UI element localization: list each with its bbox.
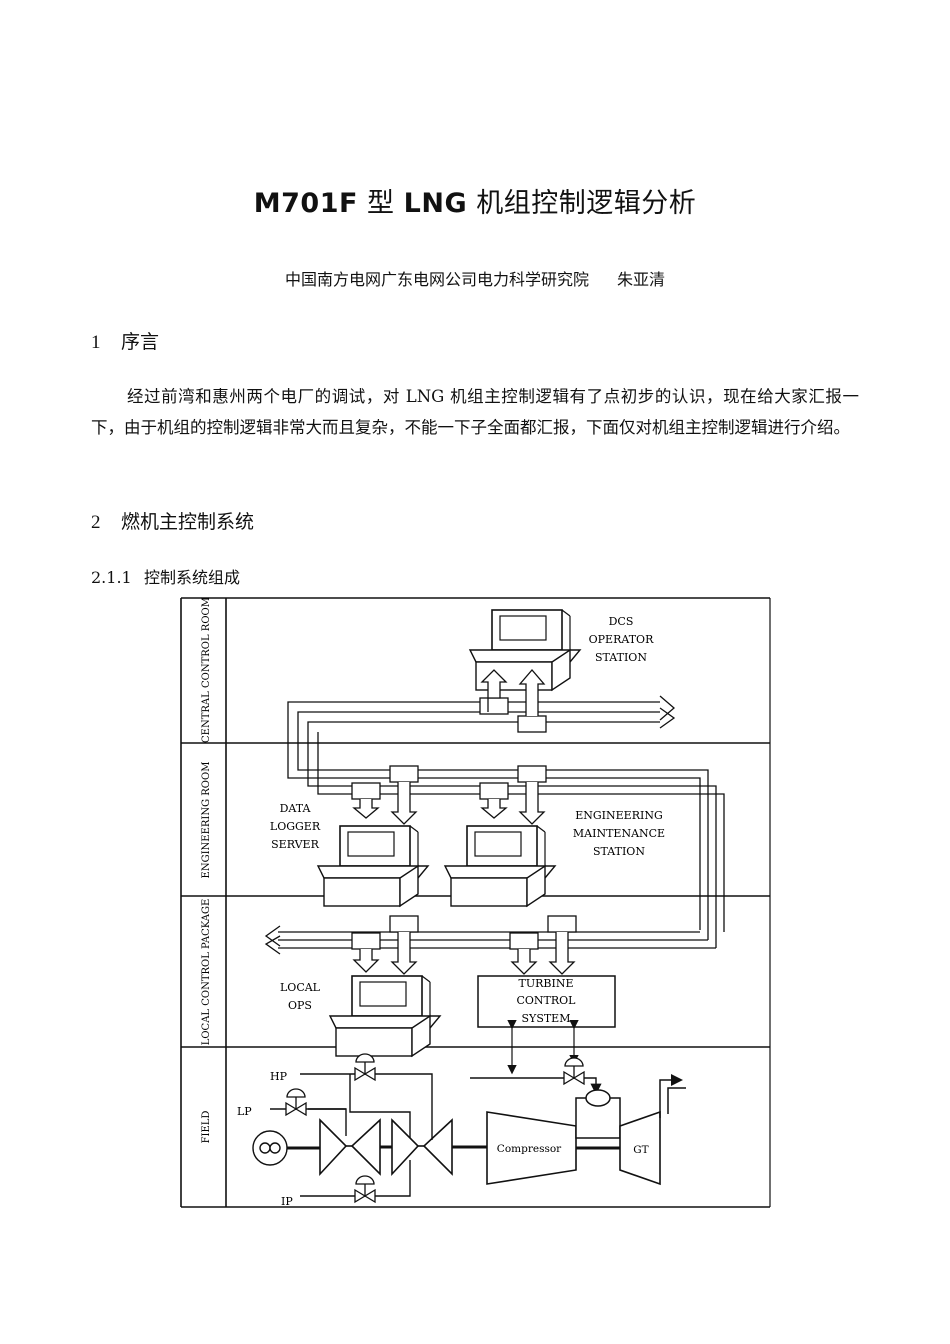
combustor-icon <box>575 1089 621 1139</box>
svg-text:DCS: DCS <box>609 615 634 628</box>
steam-lines <box>270 1073 433 1197</box>
svg-text:SYSTEM: SYSTEM <box>522 1012 571 1025</box>
section-number: 2 <box>91 512 101 533</box>
tcs-field-signals <box>507 1019 579 1075</box>
turbine-control-system-label: TURBINE CONTROL SYSTEM <box>516 977 576 1025</box>
subsection-heading: 2.1.1 控制系统组成 <box>91 564 240 588</box>
section-number: 1 <box>91 332 101 353</box>
zone-label-engineering-room: ENGINEERING ROOM <box>201 762 212 879</box>
svg-text:OPS: OPS <box>288 999 312 1012</box>
network-bus-lower <box>264 925 716 955</box>
steam-turbine-icons <box>319 1118 453 1177</box>
svg-text:HP: HP <box>270 1070 288 1083</box>
compressor-icon: Compressor <box>486 1111 577 1185</box>
title-subject: 机组控制逻辑分析 <box>476 188 697 219</box>
network-bus-inner <box>317 732 725 932</box>
data-logger-label: DATA LOGGER SERVER <box>270 802 321 851</box>
svg-text:OPERATOR: OPERATOR <box>589 633 654 646</box>
network-bus-upper <box>287 695 717 948</box>
exhaust-duct <box>659 1074 686 1118</box>
section-title: 序言 <box>121 331 160 353</box>
svg-text:LOGGER: LOGGER <box>270 820 321 833</box>
engineering-station-label: ENGINEERING MAINTENANCE STATION <box>573 809 665 858</box>
engineering-station-icon <box>444 825 556 907</box>
title-lng: LNG <box>403 188 468 219</box>
author-line: 中国南方电网广东电网公司电力科学研究院 朱亚清 <box>0 266 950 290</box>
gas-turbine-icon: GT <box>619 1110 661 1186</box>
data-logger-server-icon <box>317 825 429 907</box>
title-type-word: 型 <box>367 188 395 219</box>
subsection-title: 控制系统组成 <box>144 568 241 587</box>
title-model: M701F <box>253 188 358 219</box>
local-ops-icon <box>329 975 441 1057</box>
section-title: 燃机主控制系统 <box>121 511 255 533</box>
zone-label-local-control-package: LOCAL CONTROL PACKAGE <box>201 899 212 1046</box>
author-organization: 中国南方电网广东电网公司电力科学研究院 <box>284 270 589 289</box>
svg-text:MAINTENANCE: MAINTENANCE <box>573 827 665 840</box>
svg-text:Compressor: Compressor <box>497 1143 562 1155</box>
subsection-number: 2.1.1 <box>91 568 132 587</box>
zone-label-field: FIELD <box>201 1111 212 1144</box>
svg-text:GT: GT <box>633 1144 648 1156</box>
svg-text:SERVER: SERVER <box>271 838 319 851</box>
turbine-control-system-box <box>477 975 616 1028</box>
svg-text:IP: IP <box>281 1195 293 1208</box>
engineering-link-arrows <box>352 782 546 825</box>
local-link-arrows <box>352 932 576 975</box>
dcs-label: DCS OPERATOR STATION <box>589 615 654 664</box>
svg-text:STATION: STATION <box>595 651 647 664</box>
svg-text:STATION: STATION <box>593 845 645 858</box>
svg-text:LOCAL: LOCAL <box>280 981 321 994</box>
svg-text:LP: LP <box>237 1105 252 1118</box>
section-heading-1: 1 序言 <box>91 327 159 354</box>
svg-text:ENGINEERING: ENGINEERING <box>575 809 663 822</box>
field-labels: HP LP IP <box>237 1070 293 1208</box>
svg-text:DATA: DATA <box>280 802 312 815</box>
svg-text:CONTROL: CONTROL <box>516 994 576 1007</box>
section-heading-2: 2 燃机主控制系统 <box>91 507 254 534</box>
page-title: M701F 型 LNG 机组控制逻辑分析 <box>0 181 950 220</box>
author-name: 朱亚清 <box>617 270 666 289</box>
local-ops-label: LOCAL OPS <box>280 981 321 1012</box>
svg-text:TURBINE: TURBINE <box>519 977 574 990</box>
generator-icon <box>252 1130 288 1166</box>
intro-paragraph: 经过前湾和惠州两个电厂的调试，对 LNG 机组主控制逻辑有了点初步的认识，现在给… <box>91 387 859 437</box>
dcs-link-arrows <box>480 669 546 716</box>
diagram-frame <box>180 597 771 1208</box>
zone-label-central-control-room: CENTRAL CONTROL ROOM <box>201 597 212 743</box>
